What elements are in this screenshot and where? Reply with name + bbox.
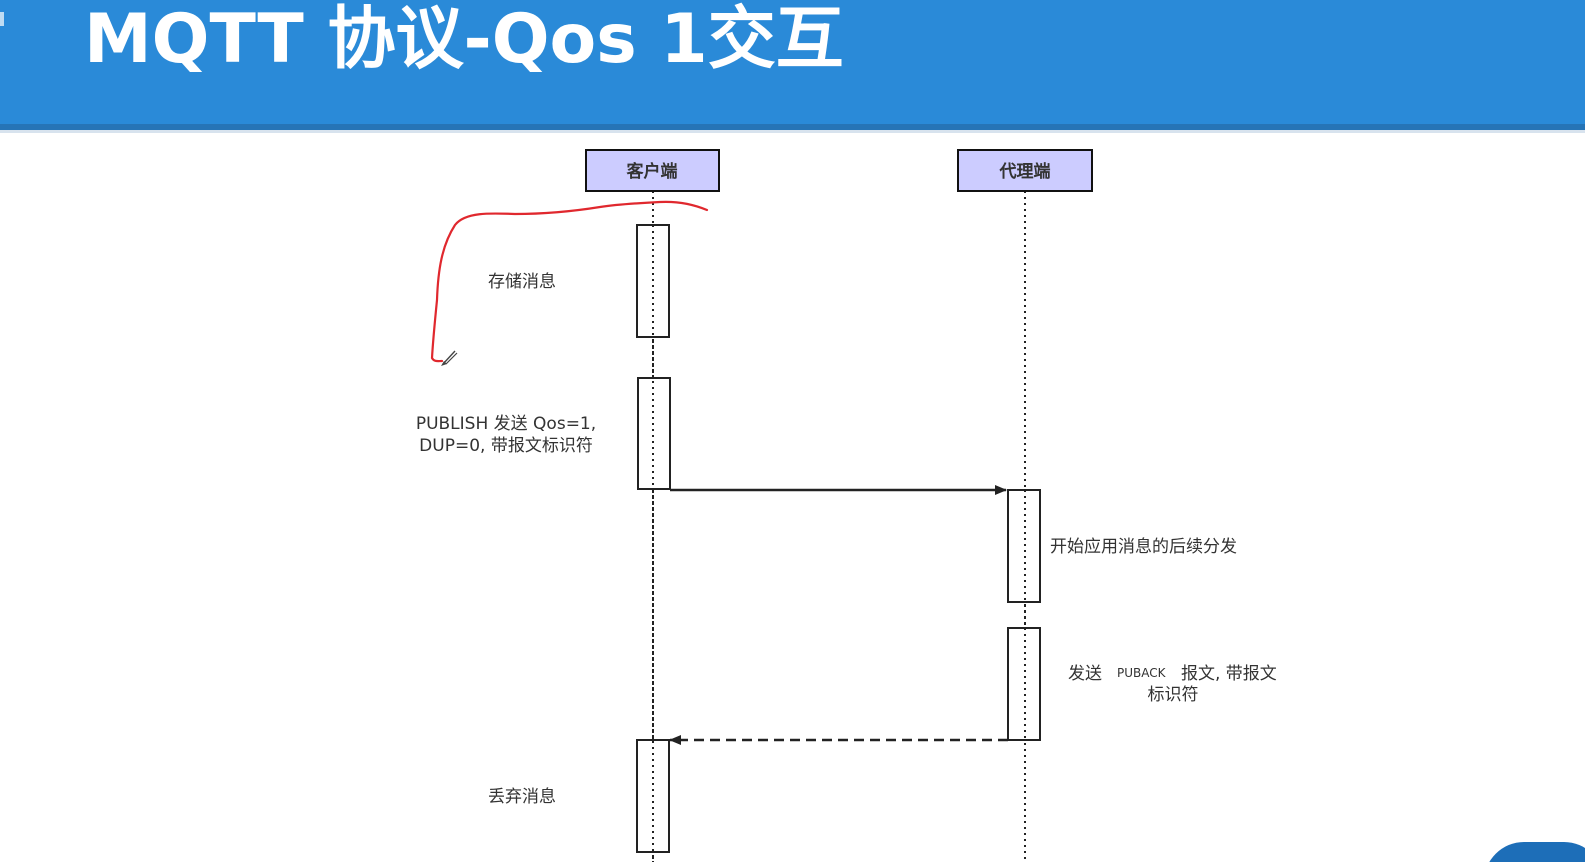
note-puback-suffix: 报文, 带报文 — [1181, 664, 1277, 684]
note-puback-name: PUBACK — [1117, 666, 1167, 680]
participant-broker: 代理端 — [957, 149, 1093, 192]
red-annotation-stroke — [430, 200, 709, 363]
note-publish-line2: DUP=0, 带报文标识符 — [419, 436, 593, 456]
note-publish-line1: PUBLISH 发送 Qos=1, — [416, 414, 596, 434]
participant-client-label: 客户端 — [626, 161, 678, 182]
note-puback-line2: 标识符 — [1148, 685, 1199, 705]
note-store-message: 存储消息 — [488, 272, 556, 292]
note-broker-process: 开始应用消息的后续分发 — [1050, 537, 1237, 557]
slide-title: MQTT 协议-Qos 1交互 — [84, 0, 844, 79]
corner-logo — [1484, 842, 1585, 862]
participant-broker-label: 代理端 — [999, 161, 1051, 182]
note-puback-prefix: 发送 — [1068, 664, 1102, 684]
title-bar-divider — [0, 130, 1585, 133]
note-discard-message: 丢弃消息 — [488, 787, 556, 807]
edge-marker — [0, 12, 4, 26]
participant-client: 客户端 — [585, 149, 720, 192]
title-bar — [0, 0, 1585, 124]
pen-cursor-icon — [441, 350, 458, 366]
title-bar-shadow — [0, 124, 1585, 130]
